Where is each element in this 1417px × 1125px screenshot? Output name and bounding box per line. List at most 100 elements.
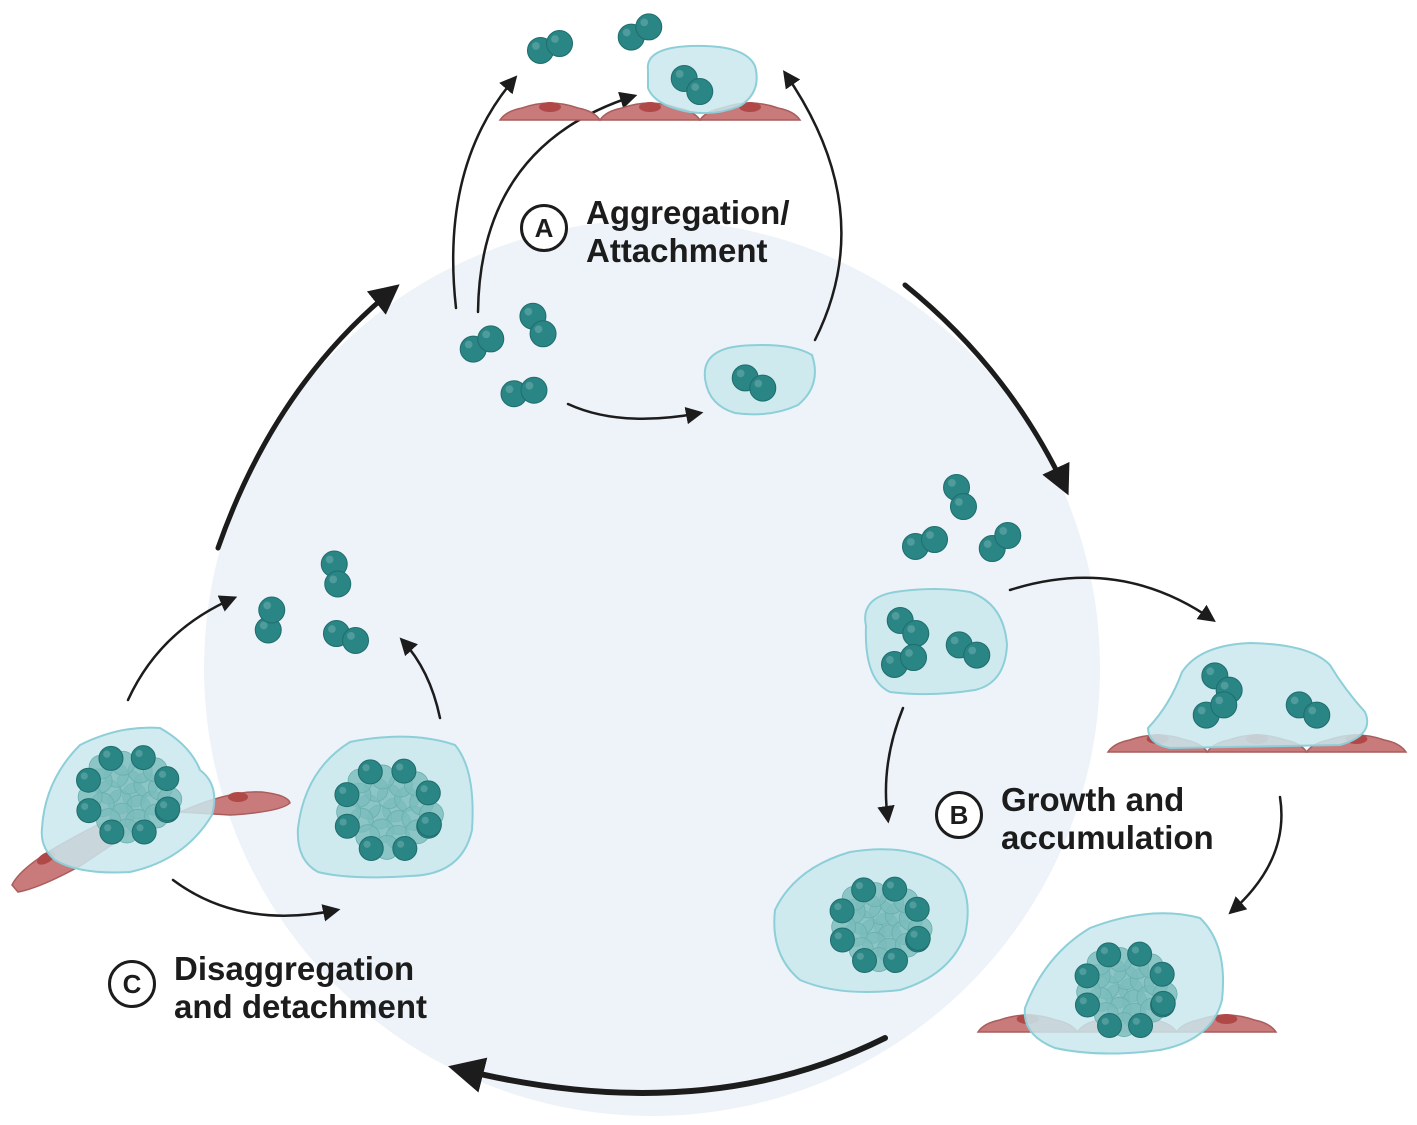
stage-c-title-line1: Disaggregation: [174, 950, 415, 987]
stage-a-title-line2: Attachment: [586, 232, 768, 269]
bacterium-highlight: [926, 531, 934, 539]
bacterium-highlight: [1206, 667, 1215, 676]
arrow-a-matrix-to-surface: [783, 70, 843, 342]
bacterium-coccus: [900, 644, 928, 672]
arrow-a-to-surface-left: [451, 75, 518, 310]
bacterium-coccus: [1149, 961, 1175, 987]
bacterium-coccus: [529, 320, 557, 348]
bacterium-highlight: [675, 70, 684, 78]
bacterium-coccus: [1074, 963, 1100, 989]
bacterium-coccus: [635, 13, 663, 41]
bacterium-coccus: [1097, 1013, 1123, 1039]
stage-c-text: Disaggregation and detachment: [174, 950, 427, 1026]
bacterium-highlight: [534, 325, 543, 334]
bacterium-highlight: [104, 824, 112, 832]
bacterium-highlight: [80, 772, 88, 780]
host-cell-nucleus: [639, 102, 661, 112]
bacterium-coccus: [1210, 691, 1238, 719]
bacterium-highlight: [856, 952, 864, 960]
bacterium-highlight: [1132, 1017, 1140, 1025]
biofilm-matrix: [864, 588, 1009, 696]
bacterium-highlight: [1079, 968, 1087, 976]
bacterium-highlight: [1197, 706, 1206, 715]
bacterium-highlight: [339, 786, 347, 795]
stage-a-badge: A: [520, 204, 568, 252]
bacterium-coccus: [686, 78, 714, 106]
bacterium-highlight: [1290, 696, 1299, 705]
arrow-b-to-mature: [877, 706, 905, 824]
bacterium-coccus: [154, 766, 180, 792]
bacterium-highlight: [259, 621, 268, 630]
bacterium-coccus: [1074, 992, 1100, 1018]
stage-c-badge: C: [108, 960, 156, 1008]
bacterium-highlight: [339, 818, 347, 826]
bacterium-highlight: [396, 763, 404, 771]
bacterium-highlight: [1215, 696, 1224, 705]
bacterium-coccus: [334, 813, 360, 839]
bacterium-highlight: [347, 632, 355, 640]
bacterium-highlight: [328, 625, 336, 633]
bacterium-coccus: [357, 759, 383, 785]
host-cell-nucleus: [539, 102, 561, 112]
bacterium-highlight: [363, 840, 371, 848]
bacterium-coccus: [749, 374, 777, 402]
process-arrows: [126, 70, 1283, 922]
stage-a-title-line1: Aggregation/: [586, 194, 790, 231]
bacterium-coccus: [994, 521, 1022, 549]
bacterium-highlight: [397, 840, 405, 848]
bacterium-coccus: [258, 596, 286, 624]
bacterium-highlight: [362, 764, 370, 772]
bacterium-highlight: [160, 801, 168, 809]
arrow-c-to-detached: [171, 878, 341, 922]
bacterium-highlight: [1131, 946, 1140, 954]
bacterium-coccus: [391, 758, 417, 784]
arrow-c-release-right: [399, 637, 442, 720]
stage-a-text: Aggregation/ Attachment: [586, 194, 790, 270]
bacterium-highlight: [551, 35, 559, 43]
bacterium-highlight: [907, 625, 916, 633]
bacterium-highlight: [263, 601, 272, 610]
bacterium-coccus: [131, 819, 157, 845]
bacterium-coccus: [1303, 701, 1331, 729]
bacterium-highlight: [983, 540, 992, 548]
cycle-arrows: [215, 282, 1070, 1096]
bacterium-highlight: [910, 930, 918, 938]
bacterium-highlight: [103, 750, 111, 758]
bacterium-coccus: [520, 376, 548, 404]
bacterium-highlight: [1220, 681, 1229, 690]
bacterium-highlight: [81, 802, 89, 811]
bacterium-highlight: [532, 42, 540, 50]
stage-b-text: Growth and accumulation: [1001, 781, 1214, 857]
stage-b-title-line2: accumulation: [1001, 819, 1214, 856]
bacterium-highlight: [887, 952, 895, 960]
bacterium-coccus: [415, 780, 441, 806]
bacteria: [76, 13, 1331, 1039]
bacterium-highlight: [834, 932, 842, 940]
bacterium-coccus: [392, 835, 418, 861]
bacterium-coccus: [324, 570, 352, 598]
bacterium-highlight: [421, 816, 429, 824]
stage-b-badge: B: [935, 791, 983, 839]
bacterium-highlight: [754, 379, 763, 388]
bacterium-highlight: [886, 656, 894, 664]
bacterium-highlight: [834, 903, 842, 911]
host-cell-nucleus: [228, 792, 248, 802]
bacterium-coccus: [1128, 1013, 1154, 1039]
arrow-a-to-microcolony: [566, 402, 704, 425]
bacterium-coccus: [155, 796, 181, 822]
bacterium-highlight: [622, 28, 631, 37]
bacterium-highlight: [329, 575, 338, 584]
arrow-b-attached-to-mature: [1228, 795, 1283, 915]
biofilm-matrix: [1146, 641, 1369, 750]
bacterium-coccus: [882, 876, 908, 902]
bacterium-highlight: [1308, 706, 1317, 715]
stage-c-label: C Disaggregation and detachment: [108, 950, 427, 1026]
bacterium-highlight: [886, 881, 895, 889]
bacterium-coccus: [342, 626, 370, 654]
bacterium-highlight: [135, 749, 143, 758]
bacterium-coccus: [852, 948, 878, 974]
bacterium-coccus: [130, 745, 156, 771]
bacterium-highlight: [909, 901, 917, 909]
